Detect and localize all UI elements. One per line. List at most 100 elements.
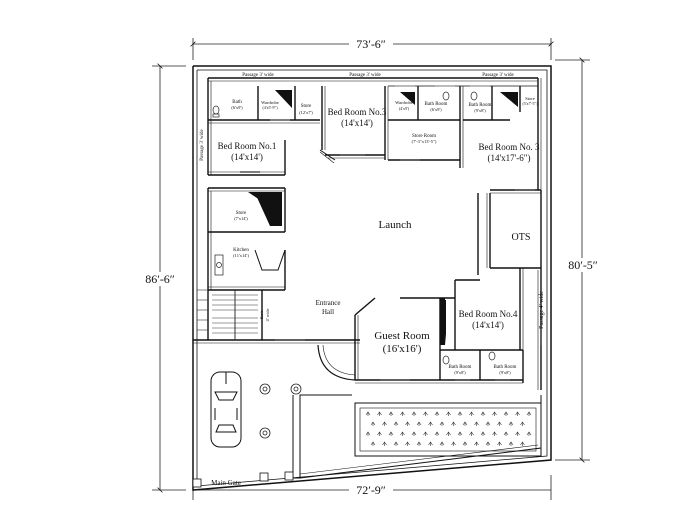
lawn-mark <box>400 431 405 436</box>
lawn-mark <box>474 421 479 426</box>
room-bath-room-2-name: Bath Room <box>469 103 492 108</box>
lawn-mark <box>508 441 514 446</box>
room-guest-room-size: (16'x16') <box>383 343 422 355</box>
lawn-mark <box>497 441 502 446</box>
lawn-mark <box>434 411 440 416</box>
lawn-mark <box>439 421 445 426</box>
lawn-mark <box>377 411 382 416</box>
lawn-mark <box>411 411 417 416</box>
dimension-labels: 73′-6″ 72′-9″ 86′-6″ 80′-5″ <box>140 37 604 497</box>
lawn-mark <box>485 421 491 426</box>
dim-left-label: 86′-6″ <box>145 272 175 286</box>
room-guest-room-name: Guest Room <box>374 330 430 342</box>
car-icon <box>210 371 242 448</box>
lawn-mark <box>480 431 486 436</box>
room-wardrobe-1-name: Wardrobe <box>261 100 279 105</box>
lawn-mark <box>508 421 514 426</box>
room-bath-1-size: (6'x9') <box>231 105 243 110</box>
main-gate-label: Main Gate <box>211 479 241 487</box>
lawn-mark <box>411 431 417 436</box>
room-store-room-name: Store Room <box>412 134 436 139</box>
passage-label-top-2: Passage 3' wide <box>349 73 381 78</box>
lawn-mark <box>526 431 532 436</box>
lawn-mark <box>382 421 387 426</box>
lawn-mark <box>457 411 463 416</box>
lawn-mark <box>515 411 520 416</box>
stair-label-name: Stair <box>259 310 264 319</box>
room-bath-1-name: Bath <box>232 100 242 105</box>
lawn-mark <box>405 441 410 446</box>
room-wardrobe-2-name: Wardrobe <box>395 100 413 105</box>
room-wardrobe-2-size: (4'x9') <box>399 106 410 111</box>
lawn-mark <box>388 411 394 416</box>
lawn-mark <box>469 431 474 436</box>
room-entrance-sub: Hall <box>322 308 334 316</box>
lawn-mark <box>446 431 451 436</box>
dim-bottom-label: 72′-9″ <box>356 483 386 497</box>
lawn-mark <box>400 411 405 416</box>
lawn-mark <box>393 441 399 446</box>
lawn-mark <box>492 431 497 436</box>
lawn-mark <box>365 411 371 416</box>
lawn-mark <box>503 431 509 436</box>
room-kitchen-name: Kitchen <box>233 248 249 253</box>
lawn-mark <box>480 411 486 416</box>
room-bedroom-3-name: Bed Room No.3 <box>328 107 387 117</box>
passage-label-top-1: Passage 3' wide <box>242 73 274 78</box>
lawn-mark <box>492 411 497 416</box>
lawn-mark <box>457 431 463 436</box>
lawn-mark <box>416 421 422 426</box>
room-kitchen-size: (11'x14') <box>233 253 249 258</box>
lawn-mark <box>370 421 376 426</box>
room-bedroom-3b-size: (14'x17'-6") <box>488 153 531 163</box>
room-bath-room-2-size: (9'x8') <box>474 108 486 113</box>
passage-label-top-3: Passage 3' wide <box>482 73 514 78</box>
room-bath-room-1-name: Bath Room <box>425 102 448 107</box>
lawn-mark <box>434 431 440 436</box>
room-ots-name: OTS <box>512 232 531 243</box>
room-store-2-name: Store <box>525 96 535 101</box>
lawn-mark <box>520 421 525 426</box>
plot-boundary <box>192 65 552 491</box>
room-bedroom-3-size: (14'x14') <box>341 118 373 128</box>
lawn-mark <box>469 411 474 416</box>
windows <box>240 154 542 381</box>
room-store-3-name: Store <box>236 211 247 216</box>
tree-icons <box>259 383 302 439</box>
driveway <box>292 394 542 479</box>
glazing <box>270 85 490 121</box>
lawn-mark <box>365 431 371 436</box>
dim-right-label: 80′-5″ <box>568 258 598 272</box>
passage-label-left: Passage 3' wide <box>200 128 205 160</box>
room-bath-room-3-size: (9'x8') <box>454 370 466 375</box>
room-bedroom-1-name: Bed Room No.1 <box>218 141 277 151</box>
lawn-mark <box>451 421 456 426</box>
lawn-mark <box>526 411 532 416</box>
lawn-mark <box>423 411 428 416</box>
lawn-mark <box>451 441 456 446</box>
lawn-mark <box>382 441 387 446</box>
lawn-mark <box>405 421 410 426</box>
stairs <box>197 289 258 340</box>
room-bedroom-4-name: Bed Room No.4 <box>459 309 518 319</box>
room-bedroom-1-size: (14'x14') <box>231 152 263 162</box>
lawn-mark <box>423 431 428 436</box>
passage-label-right: Passage 4' wide <box>539 291 545 329</box>
lawn-mark <box>462 421 468 426</box>
lawn-mark <box>497 421 502 426</box>
solid-fills <box>248 90 518 345</box>
lawn-mark <box>446 411 451 416</box>
lawn-mark <box>428 421 433 426</box>
room-store-1-name: Store <box>301 104 312 109</box>
lawn-mark <box>388 431 394 436</box>
lawn-mark <box>428 441 433 446</box>
lawn-mark <box>485 441 491 446</box>
dim-top-label: 73′-6″ <box>356 37 386 51</box>
lawn-mark <box>515 431 520 436</box>
lawn-mark <box>462 441 468 446</box>
lawn-mark <box>474 441 479 446</box>
lawn-mark <box>439 441 445 446</box>
room-store-3-size: (7'x14') <box>234 216 248 221</box>
lawn <box>354 402 542 457</box>
